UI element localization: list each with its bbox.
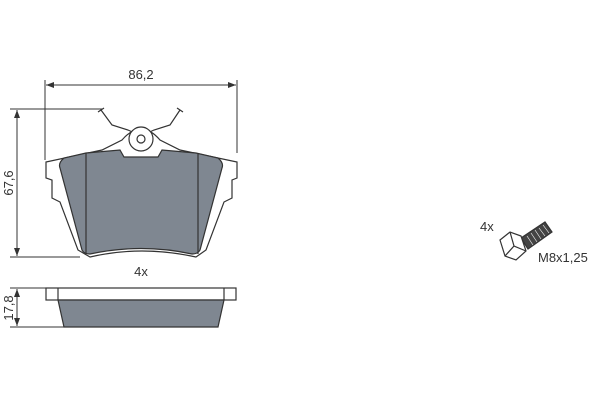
pad-quantity-label: 4x xyxy=(134,264,148,279)
height-label: 67,6 xyxy=(1,170,16,195)
friction-material xyxy=(58,149,224,255)
side-friction-material xyxy=(57,299,225,328)
brake-pad-side-view xyxy=(45,287,237,328)
width-label: 86,2 xyxy=(128,67,153,82)
thickness-label: 17,8 xyxy=(1,295,16,320)
bolt-quantity-label: 4x xyxy=(480,219,494,234)
bolt-icon xyxy=(499,221,553,261)
side-backing-plate xyxy=(45,287,237,301)
bolt-thread-label: M8x1,25 xyxy=(538,250,588,265)
pin-hole xyxy=(136,134,146,144)
brake-pad-front-view xyxy=(45,107,238,258)
